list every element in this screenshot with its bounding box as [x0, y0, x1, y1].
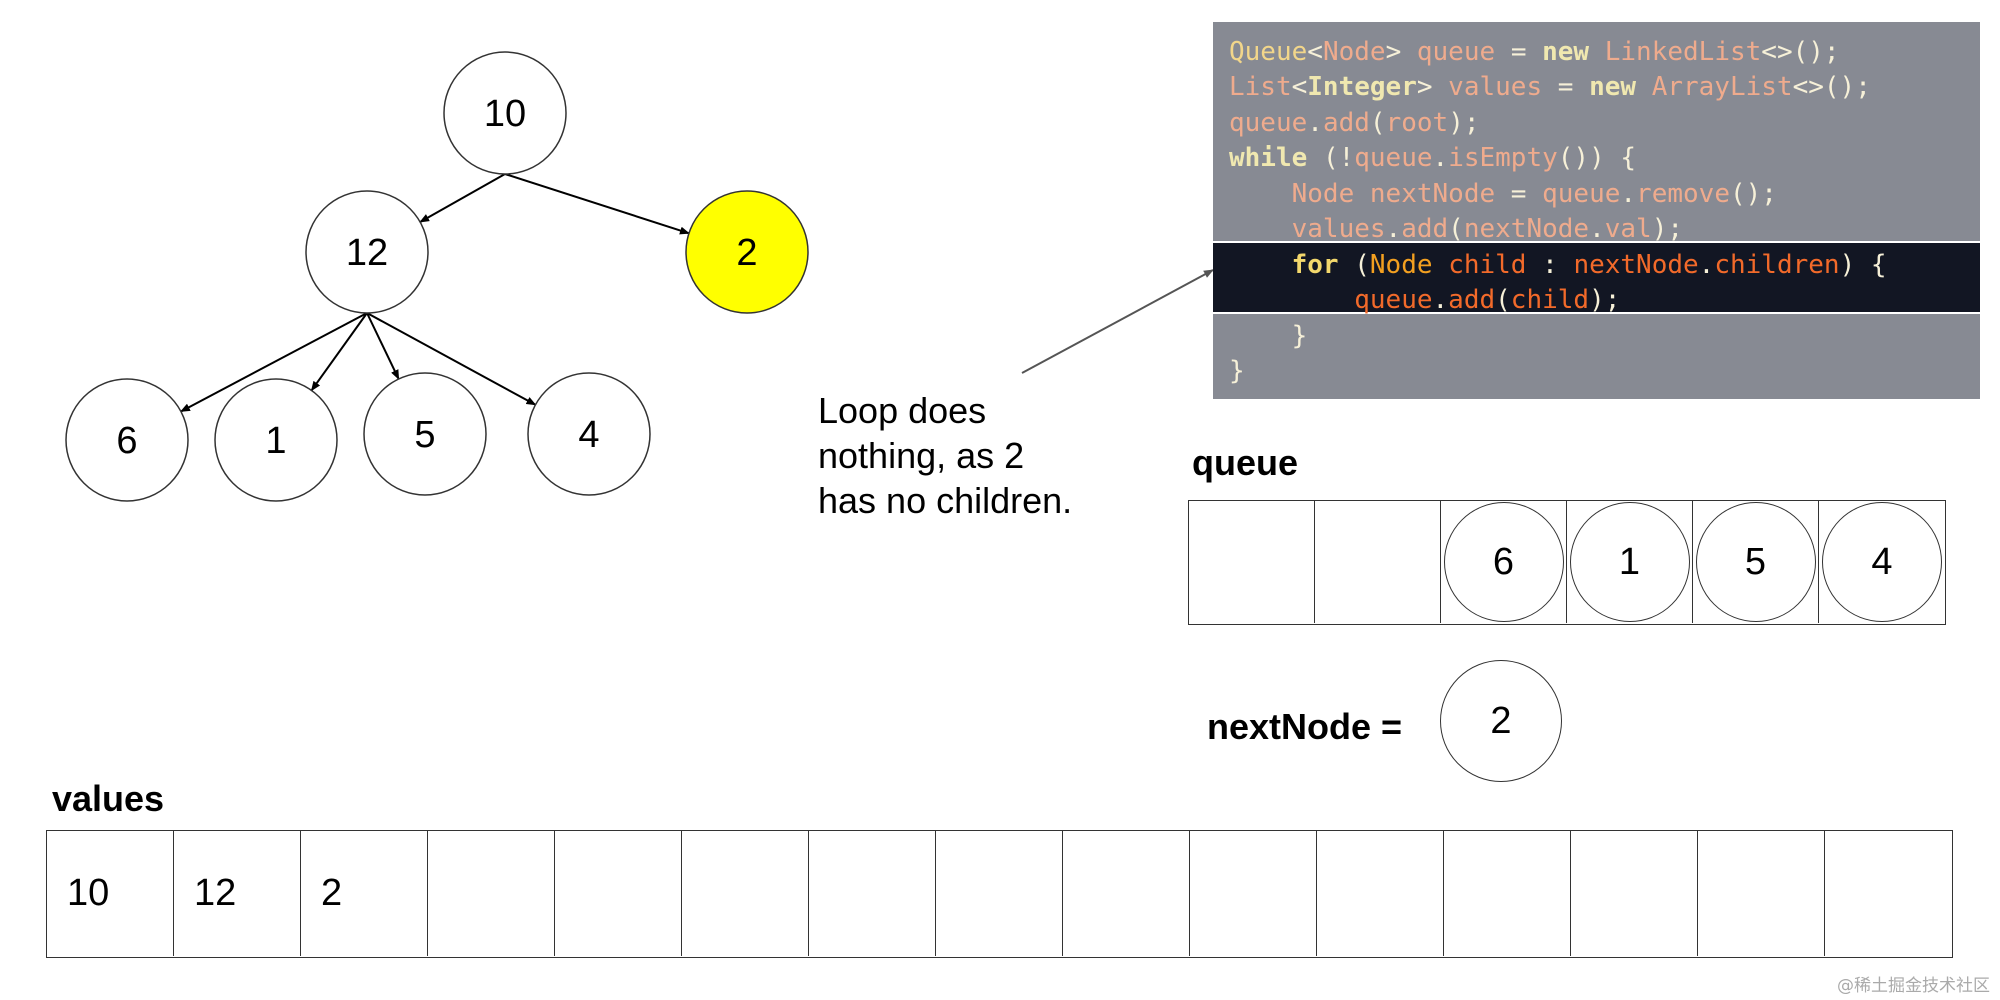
tree-edge-12-5 [366, 312, 400, 380]
annotation-pointer-arrow [1021, 269, 1214, 374]
values-cell [936, 831, 1063, 956]
tree-node-10: 10 [443, 51, 567, 175]
values-label: values [52, 778, 165, 819]
tree-node-circle [305, 190, 429, 314]
queue-cell: 4 [1819, 501, 1945, 623]
queue-cell: 6 [1441, 501, 1567, 623]
next-node-circle: 2 [1440, 660, 1562, 782]
tree-edge-10-12 [419, 173, 506, 223]
values-cell [1698, 831, 1825, 956]
tree-node-2: 2 [685, 190, 809, 314]
tree-edge-10-2 [504, 173, 690, 235]
queue-label: queue [1192, 442, 1299, 483]
tree-node-5: 5 [363, 372, 487, 496]
code-highlight-band [1213, 241, 1980, 314]
tree-node-4: 4 [527, 372, 651, 496]
values-cell [1063, 831, 1190, 956]
values-cell [1444, 831, 1571, 956]
tree-node-label: 6 [116, 420, 137, 462]
tree-node-label: 2 [736, 232, 757, 274]
values-cell: 2 [301, 831, 428, 956]
queue-cell [1189, 501, 1315, 623]
values-cell [428, 831, 555, 956]
queue-node-circle: 5 [1695, 502, 1816, 622]
code-line-highlighted: for (Node child : nextNode.children) { [1291, 250, 1887, 280]
code-line: while (!queue.isEmpty()) { [1229, 143, 1637, 173]
queue-node-circle: 6 [1443, 502, 1564, 622]
code-line: } [1229, 356, 1245, 386]
tree-node-6: 6 [65, 378, 189, 502]
tree-edge-12-4 [366, 312, 537, 406]
values-cell [1571, 831, 1698, 956]
code-line: Queue<Node> queue = new LinkedList<>(); [1229, 37, 1840, 67]
queue-node-circle: 1 [1569, 502, 1690, 622]
tree-edge-12-1 [310, 312, 368, 392]
tree-node-circle [685, 190, 809, 314]
values-cell [682, 831, 809, 956]
tree-node-circle [65, 378, 189, 502]
tree-node-label: 12 [346, 232, 388, 274]
tree-node-label: 4 [578, 414, 599, 456]
tree-nodes: 10 12 2 6 1 5 4 [65, 51, 809, 502]
tree-node-circle [214, 378, 338, 502]
queue-node-circle: 4 [1822, 502, 1942, 622]
values-cell: 10 [47, 831, 174, 956]
tree-node-label: 1 [265, 420, 286, 462]
tree-edges [180, 173, 690, 413]
code-line: Node nextNode = queue.remove(); [1291, 179, 1777, 209]
queue-cell: 1 [1567, 501, 1693, 623]
tree-node-12: 12 [305, 190, 429, 314]
values-cell: 12 [174, 831, 301, 956]
code-line-highlighted: queue.add(child); [1354, 285, 1621, 315]
tree-node-circle [527, 372, 651, 496]
watermark: @稀土掘金技术社区 [1837, 976, 1990, 996]
tree-node-circle [443, 51, 567, 175]
values-cell [1317, 831, 1444, 956]
next-node-label: nextNode = [1207, 706, 1403, 747]
code-block: Queue<Node> queue = new LinkedList<>(); … [1213, 22, 1980, 399]
code-line: values.add(nextNode.val); [1291, 214, 1683, 244]
values-cell [555, 831, 682, 956]
annotation-text: Loop does nothing, as 2 has no children. [818, 390, 1073, 521]
code-line: List<Integer> values = new ArrayList<>()… [1229, 72, 1871, 102]
values-cell [809, 831, 936, 956]
tree-node-1: 1 [214, 378, 338, 502]
code-line: } [1291, 321, 1308, 351]
queue-cell [1315, 501, 1441, 623]
tree-node-label: 10 [484, 93, 526, 135]
tree-node-label: 5 [414, 414, 435, 456]
values-cell [1825, 831, 1952, 956]
queue-cell: 5 [1693, 501, 1819, 623]
tree-node-circle [363, 372, 487, 496]
code-line: queue.add(root); [1229, 108, 1480, 138]
values-cell [1190, 831, 1317, 956]
tree-edge-12-6 [180, 312, 368, 413]
